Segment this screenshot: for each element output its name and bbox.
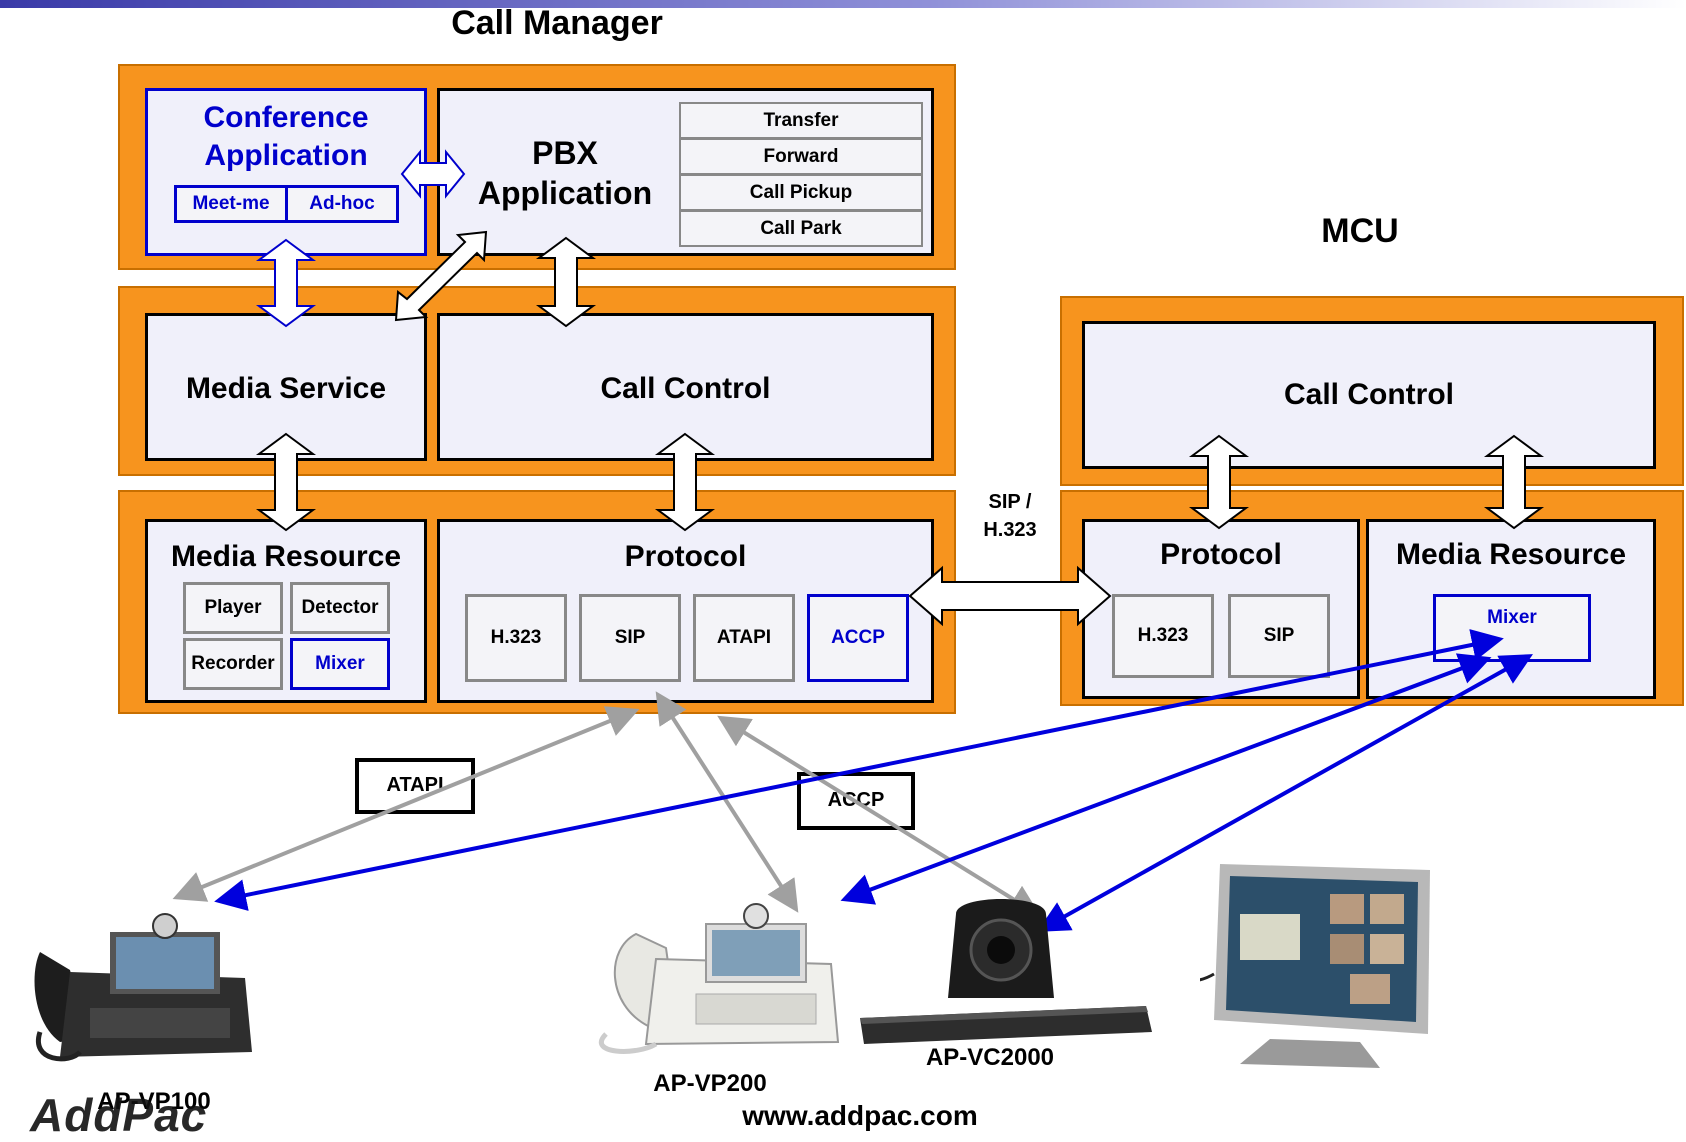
sip-signal-line [655, 691, 799, 913]
ap-vp200-phone-image [598, 903, 840, 1054]
ap-vc2000-camera-image [860, 899, 1152, 1044]
ap-vp100-phone-image [34, 913, 252, 1062]
mcu-call-control-title: Call Control [1284, 378, 1454, 411]
feature-forward: Forward [679, 138, 923, 175]
ad-hoc-cell: Ad-hoc [285, 185, 399, 223]
media-service-resource-arrow [255, 432, 317, 532]
sip-h323-arrow [908, 565, 1112, 627]
cm-protocol-title: Protocol [624, 540, 747, 573]
player-cell: Player [183, 582, 283, 634]
sip-h323-link-label: SIP /H.323 [983, 491, 1037, 541]
media-line-vp100 [214, 629, 1504, 911]
mcu-call-control-panel: Call Control [1082, 321, 1656, 469]
call-control-protocol-arrow [654, 432, 716, 532]
monitor-image [1200, 864, 1430, 1068]
accp-signal-line [717, 715, 1041, 917]
cm-call-control-title: Call Control [600, 372, 771, 405]
mcu-title: MCU [1321, 212, 1399, 250]
media-line-vc2000 [1037, 654, 1533, 932]
cm-media-resource-title: Media Resource [170, 540, 402, 573]
atapi-signal-line [172, 706, 640, 902]
pbx-call-control-arrow [535, 236, 597, 328]
mcu-protocol-title: Protocol [1160, 538, 1282, 571]
conf-media-service-arrow [255, 238, 317, 328]
footer-url: www.addpac.com [742, 1100, 978, 1131]
call-manager-title: Call Manager [451, 4, 663, 42]
addpac-logo: AddPac [30, 1089, 208, 1141]
ap-vp200-label: AP-VP200 [653, 1070, 767, 1097]
ap-vc2000-label: AP-VC2000 [925, 1044, 1055, 1071]
ap-vp100-label: AP-VP100 [97, 1088, 211, 1115]
feature-call-park: Call Park [679, 210, 923, 247]
detector-cell: Detector [290, 582, 390, 634]
feature-call-pickup: Call Pickup [679, 174, 923, 211]
mcu-media-resource-title: Media Resource [1395, 538, 1627, 571]
conf-pbx-arrow [400, 149, 466, 199]
pbx-media-service-arrow [394, 230, 488, 322]
top-gradient-bar [0, 0, 1686, 8]
media-service-title: Media Service [185, 372, 387, 405]
mcu-call-control-protocol-arrow [1188, 434, 1250, 530]
mcu-call-control-media-arrow [1483, 434, 1545, 530]
media-line-vp200 [840, 653, 1492, 905]
feature-transfer: Transfer [679, 102, 923, 139]
